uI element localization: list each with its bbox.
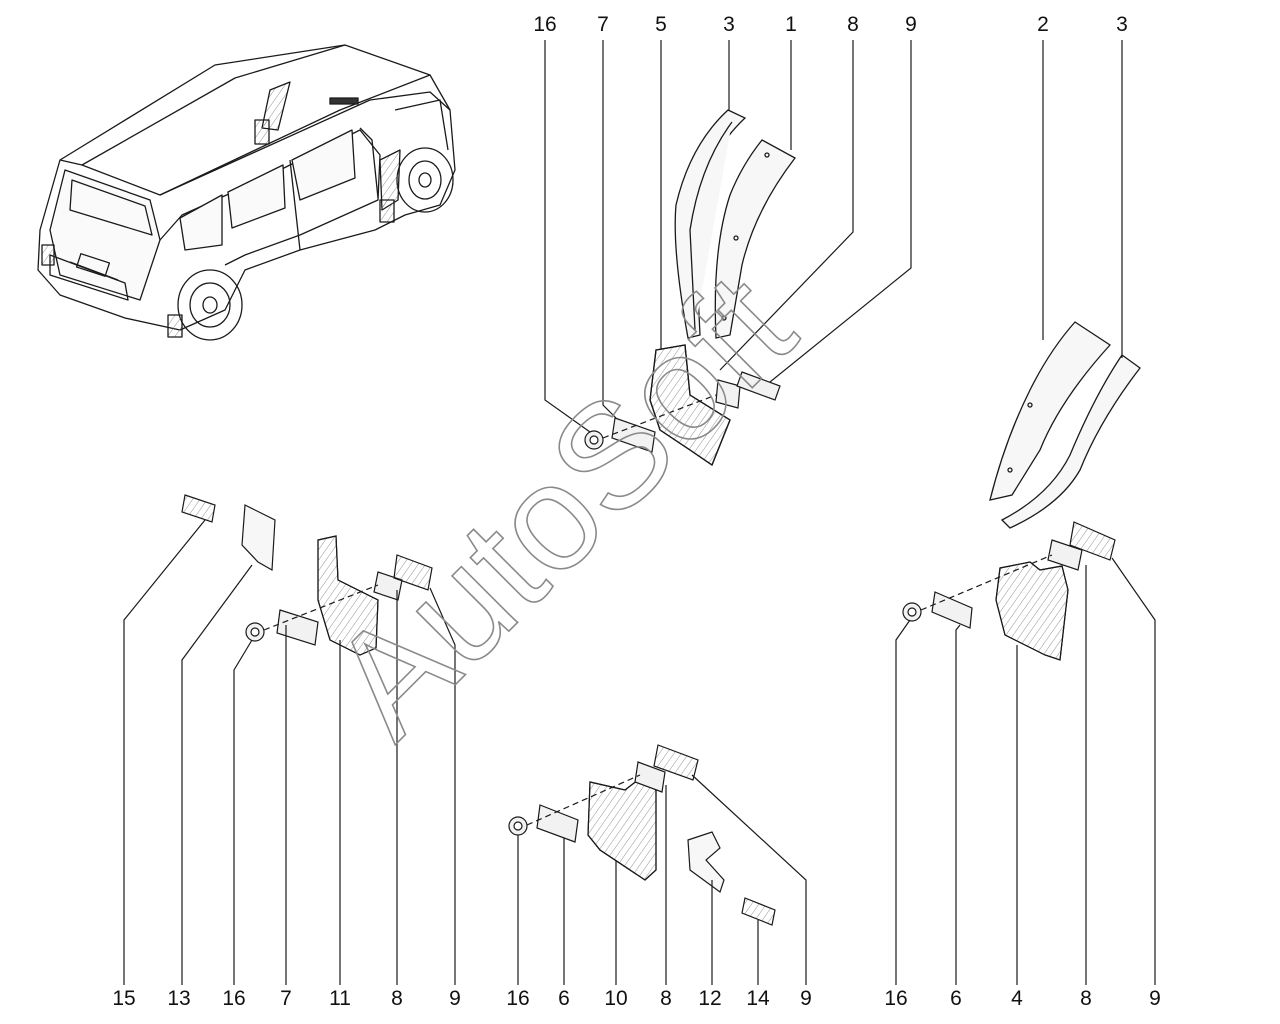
callout-13-bottom: 13 (167, 987, 191, 1010)
car-illustration (37, 44, 456, 341)
callout-9-bottom-center: 9 (800, 987, 812, 1010)
callout-1-top: 1 (785, 13, 797, 36)
callout-16-bottom-left: 16 (222, 987, 246, 1010)
callout-3-top-left: 3 (723, 13, 735, 36)
callout-9-bottom-right: 9 (1149, 987, 1161, 1010)
callout-8-bottom-center: 8 (660, 987, 672, 1010)
mudflap-group-right (902, 521, 1116, 661)
callout-14-bottom: 14 (746, 987, 770, 1010)
callout-3-top-right: 3 (1116, 13, 1128, 36)
arch-liner-part-3-right (1000, 354, 1141, 529)
callout-4-bottom: 4 (1011, 987, 1023, 1010)
leader-lines (123, 40, 1156, 985)
callout-5-top: 5 (655, 13, 667, 36)
callout-8-bottom-left: 8 (391, 987, 403, 1010)
callout-6-bottom-center: 6 (558, 987, 570, 1010)
arch-liner-part-1 (714, 139, 796, 339)
callout-7-bottom: 7 (280, 987, 292, 1010)
callout-7-top: 7 (597, 13, 609, 36)
callout-16-bottom-right: 16 (884, 987, 908, 1010)
mudflap-group-left (181, 494, 433, 656)
callout-9-top: 9 (905, 13, 917, 36)
fastener-group-top (584, 371, 781, 453)
callout-9-bottom-left: 9 (449, 987, 461, 1010)
callout-8-top: 8 (847, 13, 859, 36)
callout-12-bottom: 12 (698, 987, 722, 1010)
arch-liner-part-2 (989, 321, 1111, 501)
watermark: AutoSoft (298, 241, 825, 768)
callout-11-bottom: 11 (329, 987, 351, 1010)
callout-8-bottom-right: 8 (1080, 987, 1092, 1010)
callout-2-top: 2 (1037, 13, 1049, 36)
arch-liner-part-3-left (674, 109, 747, 339)
watermark-text: AutoSoft (299, 242, 825, 768)
callout-6-bottom-right: 6 (950, 987, 962, 1010)
callout-16-top: 16 (533, 13, 557, 36)
callout-15-bottom: 15 (112, 987, 136, 1010)
mudflap-group-center (508, 744, 776, 926)
callout-10-bottom: 10 (604, 987, 628, 1010)
callout-16-bottom-center: 16 (506, 987, 530, 1010)
